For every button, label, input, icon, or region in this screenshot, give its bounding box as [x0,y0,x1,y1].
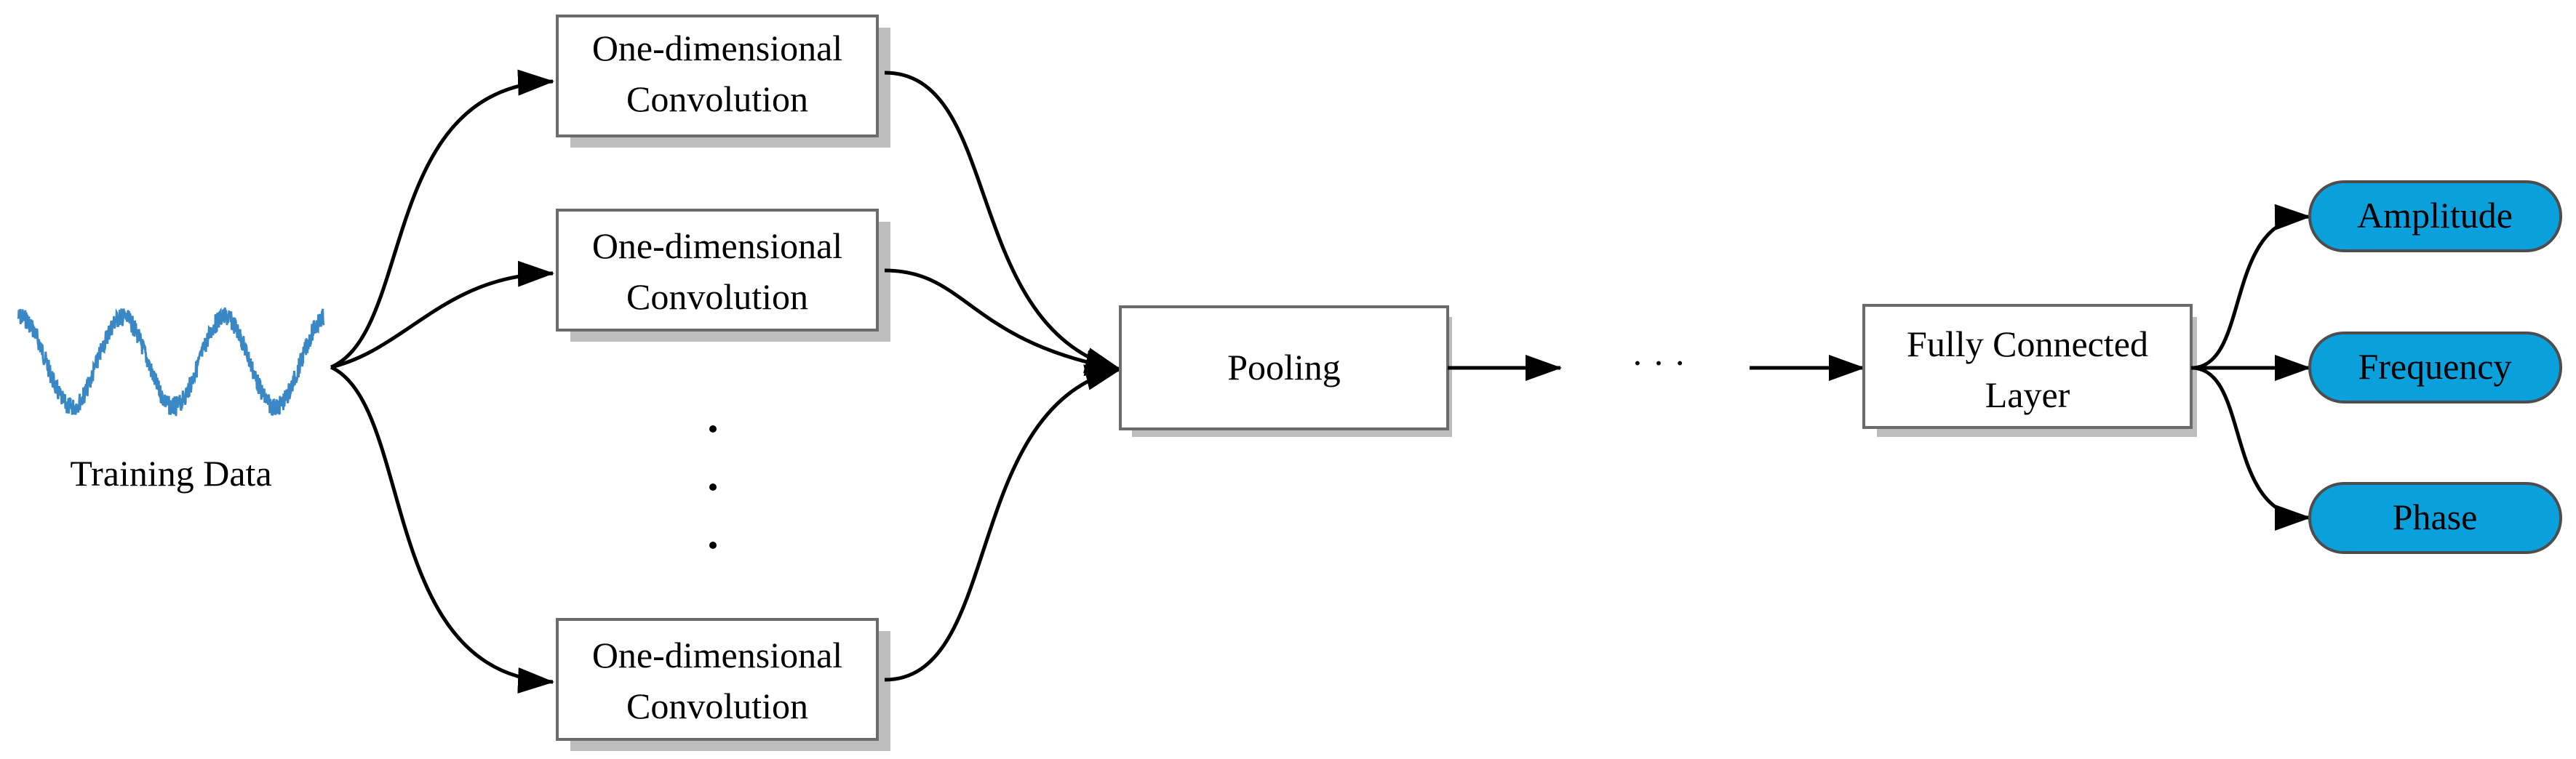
sine-wave-icon [17,306,325,417]
output-amplitude-label: Amplitude [2357,195,2513,236]
conv-layer-ellipsis [709,425,717,549]
conv-layer-1-line2: Convolution [626,79,808,119]
conv-layer-3-line2: Convolution [626,686,808,726]
output-frequency-label: Frequency [2358,346,2511,387]
edge-conv-1-to-pooling [884,71,1122,374]
fully-connected-layer: Fully Connected Layer [1862,304,2197,437]
conv-layer-2: One-dimensional Convolution [556,209,890,342]
output-phase-label: Phase [2393,497,2478,537]
conv-layer-3: One-dimensional Convolution [556,618,890,751]
training-data-label: Training Data [70,453,271,494]
training-data-node: Training Data [17,306,325,494]
conv-layer-1: One-dimensional Convolution [556,15,890,148]
edge-conv-3-to-pooling [884,364,1122,682]
conv-layer-3-line1: One-dimensional [592,635,842,675]
edge-fc-to-amplitude [2190,204,2311,370]
edge-input-to-conv-3 [330,365,554,694]
middle-ellipsis: · · · [1632,342,1686,383]
edge-input-to-conv-1 [330,69,554,369]
output-phase: Phase [2308,482,2562,554]
output-phase-pill [2308,482,2562,554]
output-amplitude: Amplitude [2308,180,2562,252]
conv-layer-1-line1: One-dimensional [592,28,842,68]
edge-conv-2-to-pooling [884,268,1122,377]
edge-fc-to-phase [2190,366,2311,531]
edge-input-to-conv-2 [330,260,554,369]
pooling-label: Pooling [1227,347,1341,387]
output-frequency-pill [2308,332,2562,403]
conv-layer-2-line2: Convolution [626,276,808,317]
fc-line2: Layer [1985,374,2070,415]
conv-layer-2-line1: One-dimensional [592,225,842,266]
output-frequency: Frequency [2308,332,2562,403]
fc-line1: Fully Connected [1907,324,2148,364]
pooling-layer: Pooling [1119,305,1452,437]
output-amplitude-pill [2308,180,2562,252]
